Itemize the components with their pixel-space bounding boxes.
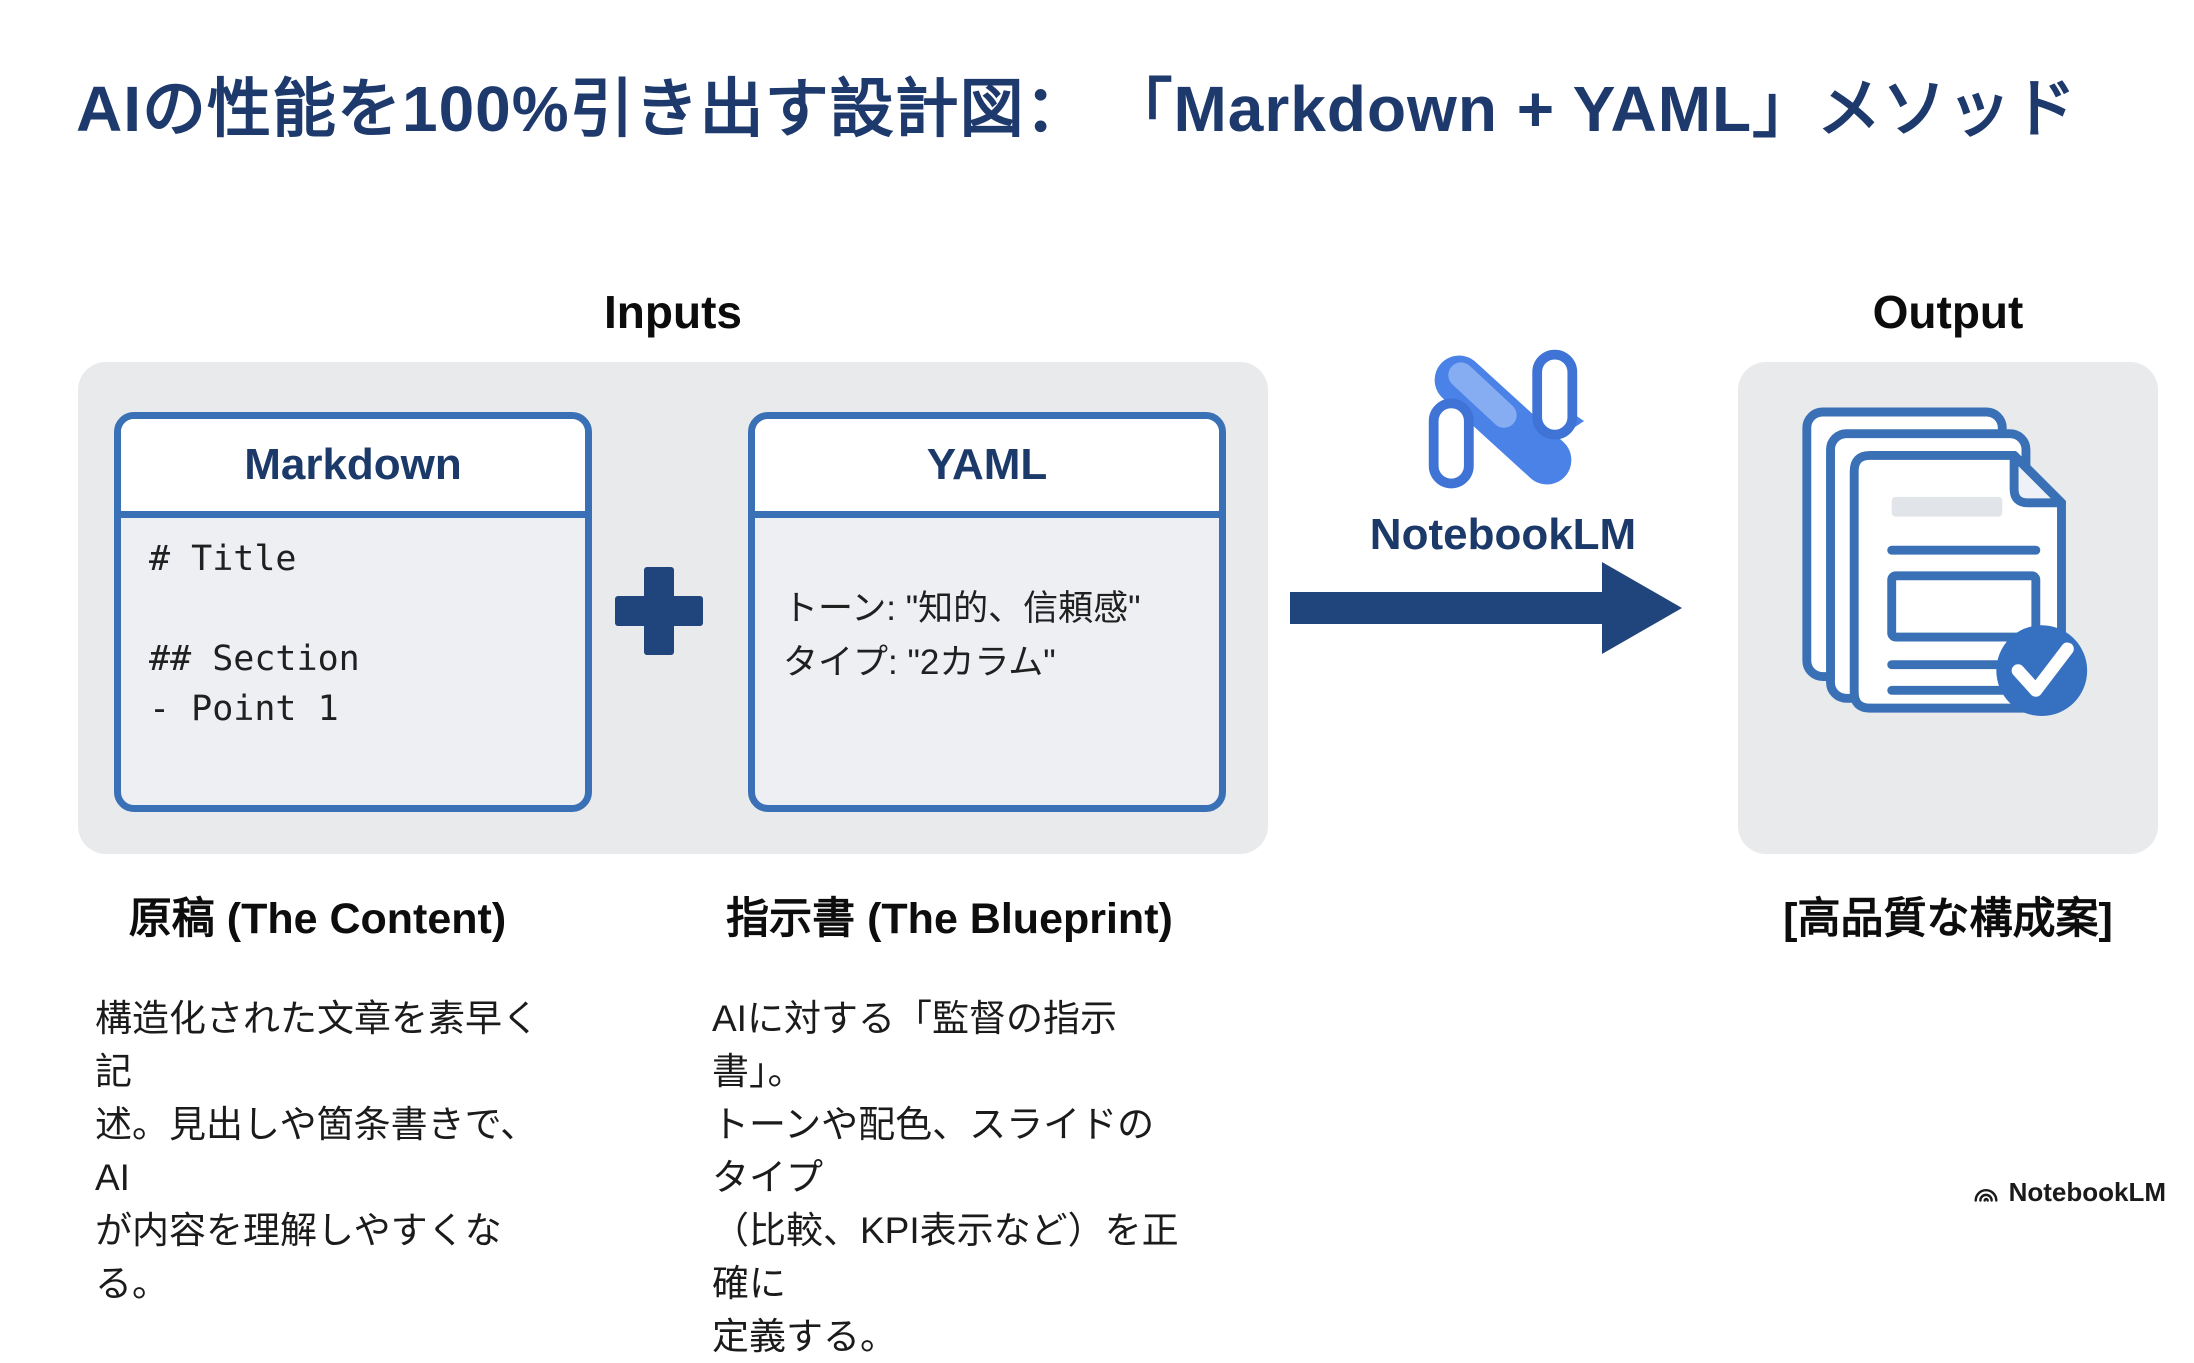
notebooklm-label: NotebookLM	[1369, 510, 1637, 559]
documents-check-icon	[1802, 407, 2088, 717]
markdown-card: Markdown # Title ## Section - Point 1	[114, 412, 592, 812]
blueprint-caption-heading: 指示書 (The Blueprint)	[726, 895, 1173, 943]
yaml-card-title: YAML	[755, 419, 1219, 518]
notebooklm-watermark: NotebookLM	[1971, 1177, 2166, 1208]
plus-icon-vertical-bar	[644, 567, 674, 655]
arrow-right-icon	[1290, 562, 1682, 654]
notebooklm-mark-icon	[1974, 1188, 1998, 1202]
content-caption-body: 構造化された文章を素早く記 述。見出しや箇条書きで、AI が内容を理解しやすくな…	[95, 998, 539, 1304]
output-result-caption: [高品質な構成案]	[1738, 884, 2158, 946]
inputs-section-label: Inputs	[604, 286, 742, 338]
blueprint-caption-body: AIに対する「監督の指示書」。 トーンや配色、スライドのタイプ （比較、KPI表…	[712, 998, 1179, 1357]
doc-title-placeholder	[1891, 496, 2003, 517]
blueprint-caption: 指示書 (The Blueprint) AIに対する「監督の指示書」。 トーンや…	[712, 884, 1187, 1363]
notebooklm-n-icon	[1428, 349, 1585, 489]
markdown-card-body: # Title ## Section - Point 1	[149, 539, 360, 729]
output-result-heading: [高品質な構成案]	[1783, 895, 2113, 943]
check-circle	[1996, 625, 2088, 717]
page-title: AIの性能を100%引き出す設計図： 「Markdown + YAML」メソッド	[76, 73, 2078, 145]
markdown-card-title: Markdown	[121, 419, 585, 518]
yaml-card-body: トーン: "知的、信頼感" タイプ: "2カラム"	[783, 589, 1141, 682]
output-section-label: Output	[1872, 286, 2024, 338]
inputs-panel: Markdown # Title ## Section - Point 1 YA…	[78, 362, 1268, 854]
content-caption-heading: 原稿 (The Content)	[128, 895, 507, 943]
watermark-label: NotebookLM	[2008, 1177, 2166, 1207]
content-caption: 原稿 (The Content) 構造化された文章を素早く記 述。見出しや箇条書…	[95, 884, 540, 1310]
checkmark-icon	[2011, 642, 2074, 697]
output-panel	[1738, 362, 2158, 854]
yaml-card: YAML トーン: "知的、信頼感" タイプ: "2カラム"	[748, 412, 1226, 812]
